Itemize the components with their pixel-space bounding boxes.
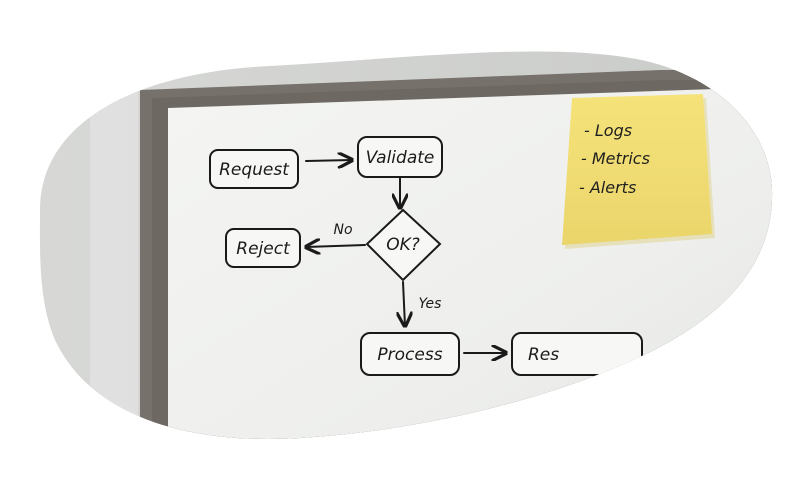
- request-box: [209, 149, 299, 189]
- wall-light-strip: [90, 80, 138, 439]
- response-box: [511, 332, 643, 376]
- sticky-note-item-3: - Alerts: [579, 178, 636, 197]
- reject-label: Reject: [236, 239, 291, 259]
- process-box: [360, 332, 460, 376]
- yes-label: Yes: [419, 296, 442, 312]
- reject-box: [225, 228, 301, 268]
- decision-label: OK?: [386, 235, 420, 255]
- sticky-note-item-1: - Logs: [584, 121, 632, 140]
- sticky-note: - Logs - Metrics - Alerts: [562, 94, 715, 249]
- sticky-note-paper: [562, 94, 712, 245]
- request-label: Request: [219, 160, 290, 180]
- arrow-request-to-validate: [305, 160, 352, 161]
- no-label: No: [333, 222, 352, 238]
- arrow-decision-to-process: [403, 281, 405, 326]
- decision-diamond: [365, 208, 442, 282]
- response-label: Res: [528, 345, 559, 365]
- process-label: Process: [377, 345, 442, 365]
- validate-label: Validate: [366, 148, 435, 168]
- arrow-decision-to-reject: [306, 245, 366, 247]
- sticky-note-item-2: - Metrics: [581, 149, 650, 168]
